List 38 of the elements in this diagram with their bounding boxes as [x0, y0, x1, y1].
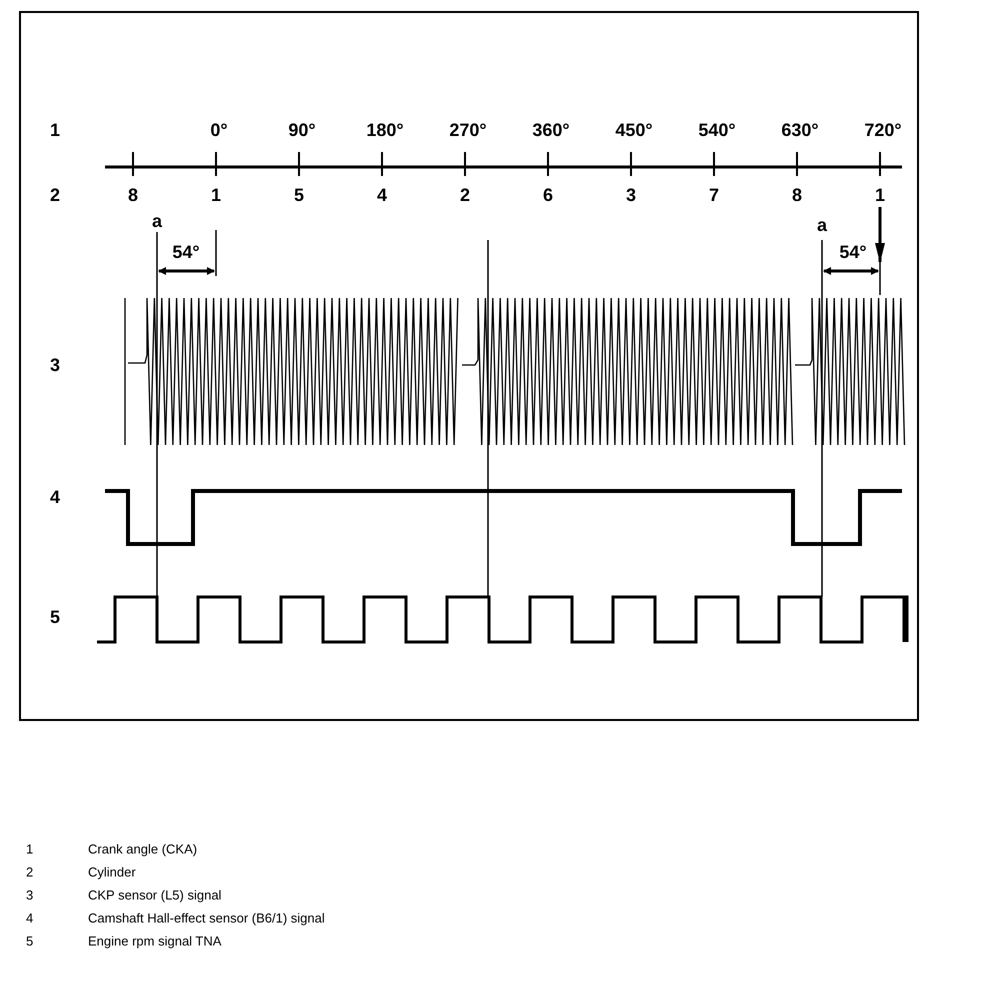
angle-label: 90° [288, 121, 316, 139]
angle-dimension: 54° [172, 243, 200, 261]
cylinder-number: 5 [294, 186, 304, 204]
angle-label: 540° [698, 121, 736, 139]
key-text: Crank angle (CKA) [88, 842, 198, 856]
marker-letter: a [817, 216, 827, 234]
angle-label: 180° [366, 121, 404, 139]
row-number: 1 [50, 121, 60, 139]
angle-label: 270° [449, 121, 487, 139]
angle-label: 360° [532, 121, 570, 139]
angle-label: 450° [615, 121, 653, 139]
angle-label: 0° [210, 121, 228, 139]
cylinder-number: 2 [460, 186, 470, 204]
key-number: 3 [26, 888, 34, 902]
cylinder-number: 1 [211, 186, 221, 204]
cylinder-number: 8 [128, 186, 138, 204]
row-number: 5 [50, 608, 60, 626]
angle-label: 720° [864, 121, 902, 139]
key-number: 5 [26, 934, 34, 948]
row-number: 3 [50, 356, 60, 374]
angle-label: 630° [781, 121, 819, 139]
cylinder-number: 7 [709, 186, 719, 204]
cylinder-number: 6 [543, 186, 553, 204]
key-text: Cylinder [88, 866, 136, 878]
row-number: 2 [50, 186, 60, 204]
cylinder-number: 8 [792, 186, 802, 204]
key-number: 2 [26, 866, 34, 878]
angle-dimension: 54° [839, 243, 867, 261]
key-text: CKP sensor (L5) signal [88, 888, 222, 902]
marker-letter: a [152, 212, 162, 230]
key-text: Camshaft Hall-effect sensor (B6/1) signal [88, 912, 325, 924]
cylinder-number: 4 [377, 186, 387, 204]
key-number: 1 [26, 842, 34, 856]
cylinder-number: 1 [875, 186, 885, 204]
row-number: 4 [50, 488, 60, 506]
key-number: 4 [26, 912, 34, 924]
key-text: Engine rpm signal TNA [88, 934, 222, 948]
cylinder-number: 3 [626, 186, 636, 204]
